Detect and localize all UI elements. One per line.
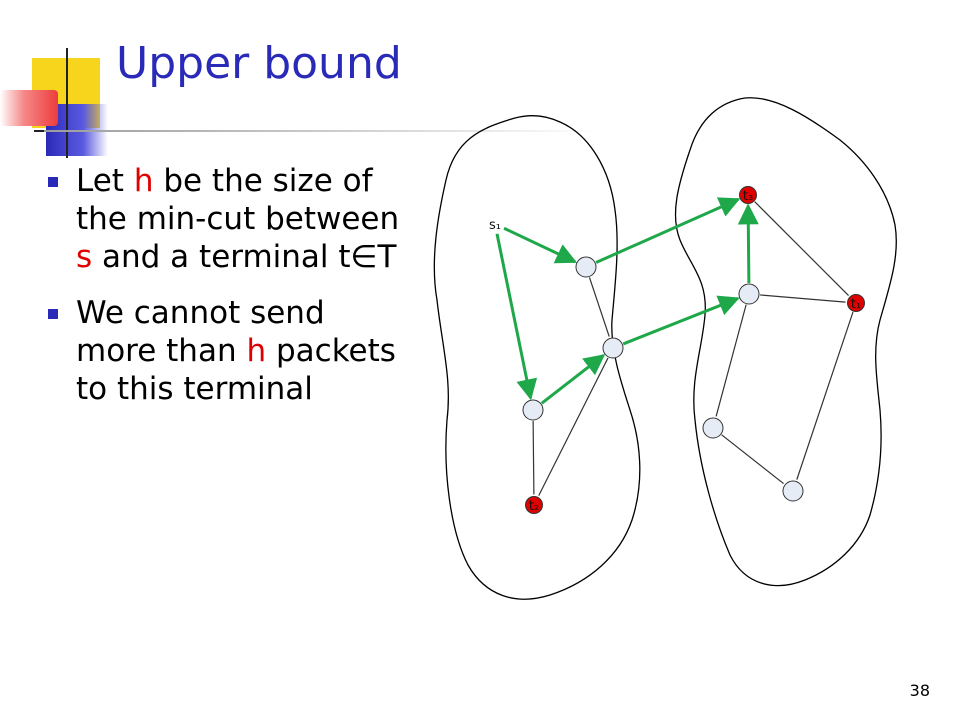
region-right-outline: [674, 97, 897, 587]
corner-square-red: [0, 90, 58, 126]
bullet-highlight-s: s: [76, 239, 93, 275]
slide-title: Upper bound: [116, 38, 402, 89]
node-d: [738, 283, 760, 305]
bullet-text-part: packets to this terminal: [76, 333, 396, 407]
bullet-item: Let h be the size of the min-cut between…: [48, 162, 408, 276]
node-a: [575, 256, 597, 278]
node-circle-a: [575, 256, 597, 278]
edge-a-b: [588, 277, 610, 337]
node-s1: s₁: [486, 215, 504, 233]
corner-line-vertical: [66, 48, 68, 158]
edge-d-e: [715, 304, 747, 417]
title-rule: [44, 130, 599, 132]
node-circle-t2: [525, 496, 543, 514]
bullet-highlight-h: h: [246, 333, 267, 369]
edge-t3-t1: [754, 201, 849, 296]
node-label-t3: t₃: [743, 189, 753, 204]
edge-b-t2: [538, 357, 609, 496]
node-e: [702, 417, 724, 439]
arc-c-b: [540, 354, 606, 405]
node-circle-d: [738, 283, 760, 305]
node-label-s1: s₁: [489, 218, 501, 233]
arc-b-d: [622, 295, 740, 346]
bullet-list: Let h be the size of the min-cut between…: [48, 162, 408, 426]
page-number: 38: [909, 681, 930, 700]
bullet-item: We cannot send more than h packets to th…: [48, 294, 408, 408]
node-c: [522, 399, 544, 421]
node-circle-s1: [486, 215, 504, 233]
bullet-square-icon: [48, 309, 58, 319]
edge-d-t1: [759, 294, 846, 303]
arc-a-t3: [595, 197, 741, 264]
arc-s1-c: [495, 233, 538, 401]
edge-t1-f: [796, 311, 854, 480]
bullet-text-part: We cannot send more than: [76, 295, 325, 369]
node-t3: t₃: [739, 186, 757, 204]
arc-d-t3: [737, 203, 759, 284]
edge-e-f: [721, 434, 784, 485]
node-f: [782, 480, 804, 502]
node-t2: t₂: [525, 496, 543, 514]
bullet-text-part: and a terminal t∈T: [92, 239, 397, 275]
node-t1: t₁: [847, 294, 865, 312]
node-circle-t1: [847, 294, 865, 312]
bullet-text-part: be the size of the min-cut between: [76, 163, 400, 237]
bullet-square-icon: [48, 177, 58, 187]
node-circle-f: [782, 480, 804, 502]
node-label-t1: t₁: [851, 297, 861, 312]
bullet-text-part: Let: [76, 163, 134, 199]
node-circle-b: [602, 337, 624, 359]
node-circle-e: [702, 417, 724, 439]
region-left-outline: [433, 115, 641, 600]
node-label-t2: t₂: [529, 499, 539, 514]
edge-c-t2: [532, 420, 535, 495]
node-circle-t3: [739, 186, 757, 204]
node-circle-c: [522, 399, 544, 421]
arc-s1-a: [503, 226, 578, 264]
bullet-highlight-h: h: [133, 163, 154, 199]
node-b: [602, 337, 624, 359]
